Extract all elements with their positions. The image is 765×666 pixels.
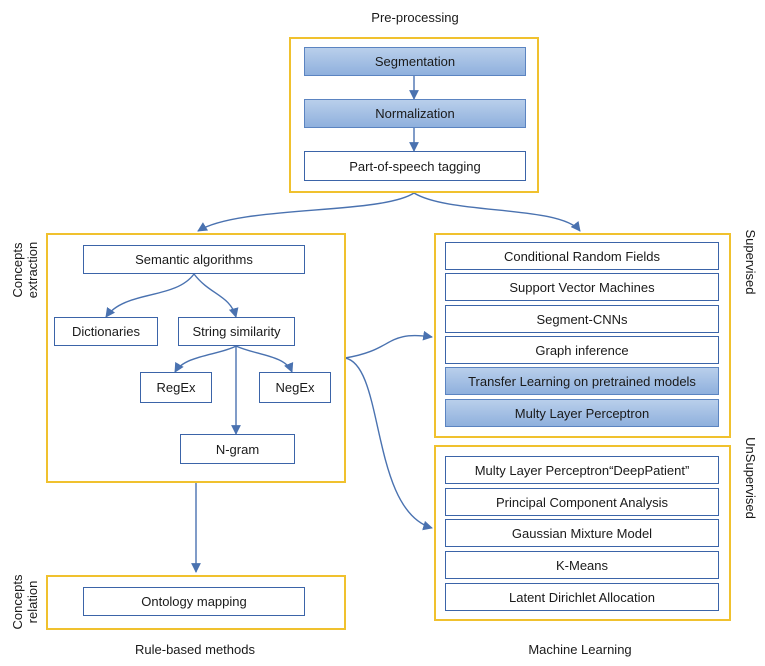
segmentation-box: Segmentation bbox=[304, 47, 526, 76]
normalization-box: Normalization bbox=[304, 99, 526, 128]
preprocessing-frame bbox=[289, 37, 539, 193]
supervised-item: Conditional Random Fields bbox=[445, 242, 719, 270]
unsupervised-item: Principal Component Analysis bbox=[445, 488, 719, 516]
concepts-extraction-line2: extraction bbox=[25, 241, 40, 299]
supervised-item: Segment-CNNs bbox=[445, 305, 719, 333]
supervised-frame bbox=[434, 233, 731, 438]
ngram-box: N-gram bbox=[180, 434, 295, 464]
dictionaries-box: Dictionaries bbox=[54, 317, 158, 346]
regex-box: RegEx bbox=[140, 372, 212, 403]
unsupervised-item: K-Means bbox=[445, 551, 719, 579]
supervised-label: Supervised bbox=[743, 229, 758, 295]
arrow-sem-to-dict bbox=[105, 273, 195, 318]
concepts-relation-frame bbox=[46, 575, 346, 630]
supervised-item: Support Vector Machines bbox=[445, 273, 719, 301]
supervised-item: Multy Layer Perceptron bbox=[445, 399, 719, 427]
unsupervised-item: Latent Dirichlet Allocation bbox=[445, 583, 719, 611]
ontology-mapping-box: Ontology mapping bbox=[83, 587, 305, 616]
arrow-sem-to-string bbox=[193, 273, 239, 318]
concepts-extraction-label: Concepts extraction bbox=[10, 235, 40, 305]
pos-tagging-box: Part-of-speech tagging bbox=[304, 151, 526, 181]
arrow-rule-to-unsupervised bbox=[344, 357, 433, 531]
arrow-string-to-negex bbox=[235, 345, 294, 373]
concepts-relation-line2: relation bbox=[25, 580, 40, 624]
unsupervised-item: Multy Layer Perceptron“DeepPatient” bbox=[445, 456, 719, 484]
preprocessing-title: Pre-processing bbox=[371, 10, 459, 25]
arrow-string-to-regex bbox=[174, 345, 237, 373]
negex-box: NegEx bbox=[259, 372, 331, 403]
arrow-pre-to-rule bbox=[197, 192, 415, 232]
machine-learning-title: Machine Learning bbox=[528, 642, 632, 657]
concepts-relation-line1: Concepts bbox=[10, 574, 25, 630]
concepts-extraction-line1: Concepts bbox=[10, 242, 25, 298]
string-similarity-box: String similarity bbox=[178, 317, 295, 346]
semantic-algorithms-box: Semantic algorithms bbox=[83, 245, 305, 274]
supervised-item: Graph inference bbox=[445, 336, 719, 364]
arrow-pre-to-ml bbox=[413, 192, 581, 232]
concepts-relation-label: Concepts relation bbox=[10, 567, 40, 637]
unsupervised-item: Gaussian Mixture Model bbox=[445, 519, 719, 547]
rule-based-frame bbox=[46, 233, 346, 483]
arrow-rule-to-supervised bbox=[344, 330, 433, 359]
rule-based-title: Rule-based methods bbox=[135, 642, 255, 657]
supervised-item: Transfer Learning on pretrained models bbox=[445, 367, 719, 395]
unsupervised-label: UnSupervised bbox=[743, 437, 758, 519]
unsupervised-frame bbox=[434, 445, 731, 621]
